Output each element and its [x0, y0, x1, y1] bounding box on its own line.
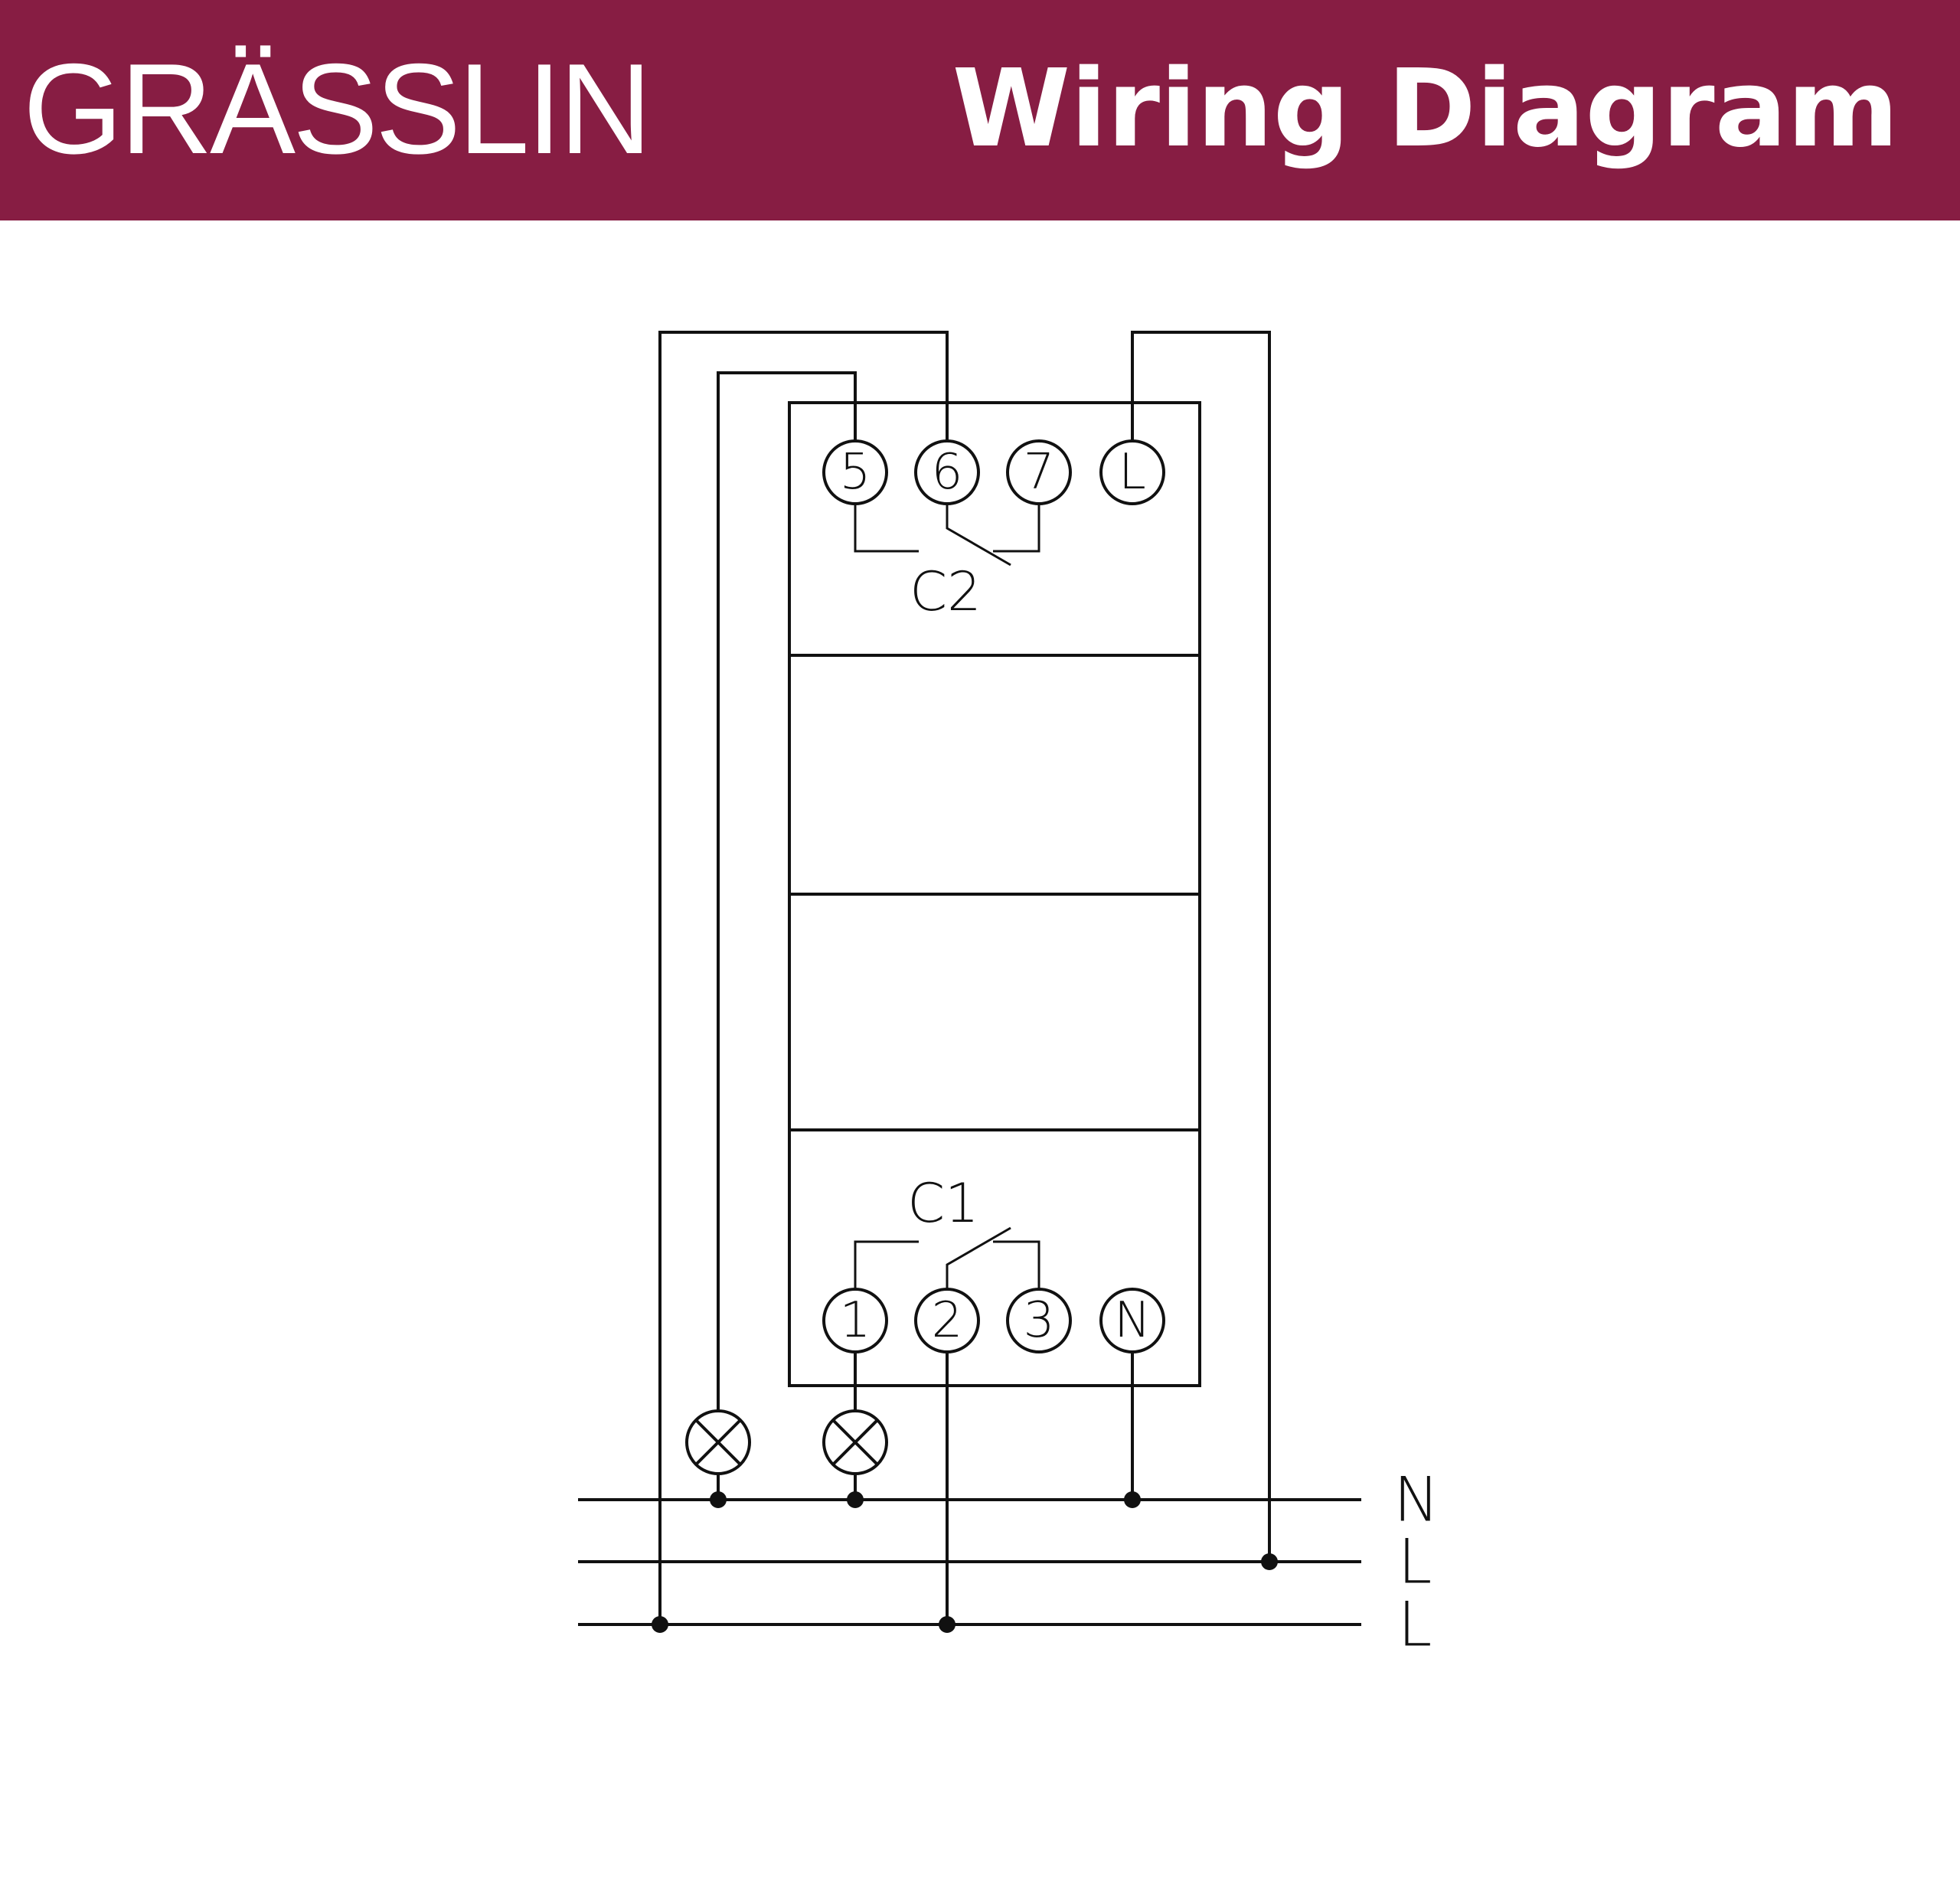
bus-label-l2: L — [1398, 1589, 1432, 1660]
terminal-N: N — [1099, 1288, 1165, 1353]
header-bar: GRÄSSLIN Wiring Diagram — [0, 0, 1960, 220]
channel-label: C1 — [907, 1172, 978, 1235]
page-title: Wiring Diagram — [952, 47, 1899, 171]
channel-c2-contact: C2 — [854, 504, 1040, 623]
contact-wire — [993, 1240, 1040, 1289]
contact-wire — [854, 504, 919, 553]
terminal-label: L — [1119, 444, 1146, 501]
wire-terminal-L-to-bus-l1 — [1131, 331, 1271, 1562]
terminal-label: 5 — [840, 444, 871, 501]
junction-dot — [1261, 1553, 1278, 1570]
contact-wire — [854, 1240, 919, 1289]
terminal-label: 3 — [1024, 1292, 1055, 1349]
terminal-3: 3 — [1006, 1288, 1072, 1353]
bus-label-n: N — [1393, 1464, 1439, 1536]
supply-bus: N L L — [578, 1464, 1439, 1660]
junction-dots — [652, 1491, 1278, 1633]
terminal-label: N — [1114, 1292, 1151, 1349]
terminal-2: 2 — [914, 1288, 980, 1353]
terminal-6: 6 — [914, 439, 980, 505]
brand-logo: GRÄSSLIN — [23, 37, 652, 181]
terminal-label: 1 — [840, 1292, 871, 1349]
junction-dot — [1124, 1491, 1141, 1508]
switch-blade — [946, 504, 1011, 567]
switch-blade — [946, 1226, 1011, 1289]
channel-label: C2 — [910, 560, 981, 623]
terminal-label: 2 — [932, 1292, 963, 1349]
channel-c1-contact: C1 — [854, 1172, 1040, 1289]
wire-terminal-6-to-bus-l2 — [658, 331, 949, 1624]
bottom-terminal-row: 1 2 3 N — [822, 1288, 1165, 1353]
terminal-L: L — [1099, 439, 1165, 505]
contact-wire — [993, 504, 1040, 553]
junction-dot — [847, 1491, 864, 1508]
junction-dot — [652, 1616, 668, 1633]
device-housing — [788, 401, 1201, 1387]
terminal-label: 6 — [932, 444, 963, 501]
junction-dot — [939, 1616, 956, 1633]
lamp-cross — [694, 1419, 742, 1466]
terminal-label: 7 — [1024, 444, 1055, 501]
terminal-7: 7 — [1006, 439, 1072, 505]
top-terminal-row: 5 6 7 L — [822, 439, 1165, 505]
lamp-2 — [822, 1409, 888, 1500]
bus-label-l1: L — [1398, 1526, 1432, 1598]
lamp-1 — [685, 1409, 751, 1500]
external-wiring — [658, 331, 1271, 1624]
terminal-5: 5 — [822, 439, 888, 505]
junction-dot — [710, 1491, 727, 1508]
terminal-1: 1 — [822, 1288, 888, 1353]
wire-terminal-5-to-lamp-1 — [717, 371, 857, 1412]
lamp-cross — [831, 1419, 879, 1466]
